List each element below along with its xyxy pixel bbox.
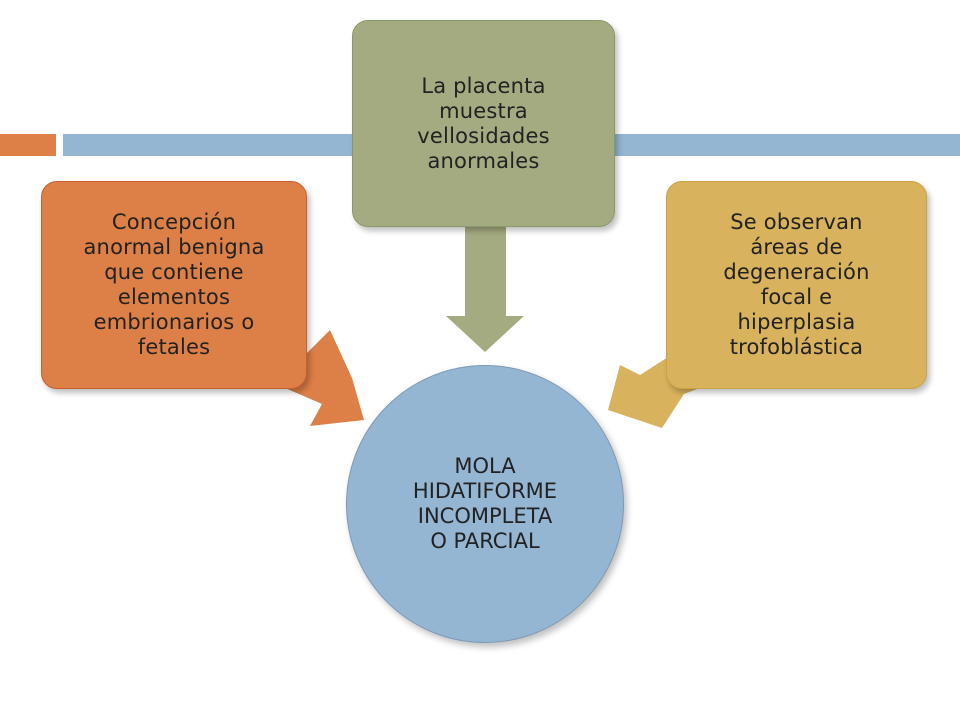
node-left-benign-conception: Concepción anormal benigna que contiene … xyxy=(41,181,307,389)
header-accent-bar-orange xyxy=(0,134,56,156)
arrow-left-to-center xyxy=(285,330,364,426)
center-label: MOLA HIDATIFORME INCOMPLETA O PARCIAL xyxy=(412,454,558,553)
arrow-top-to-center xyxy=(446,227,524,352)
node-top-abnormal-villi: La placenta muestra vellosidades anormal… xyxy=(352,20,615,227)
node-top-label: La placenta muestra vellosidades anormal… xyxy=(417,73,550,173)
node-left-label: Concepción anormal benigna que contiene … xyxy=(83,210,265,359)
node-right-label: Se observan áreas de degeneración focal … xyxy=(723,210,870,359)
center-circle-partial-mole: MOLA HIDATIFORME INCOMPLETA O PARCIAL xyxy=(346,365,624,643)
node-right-focal-degeneration: Se observan áreas de degeneración focal … xyxy=(666,181,927,389)
